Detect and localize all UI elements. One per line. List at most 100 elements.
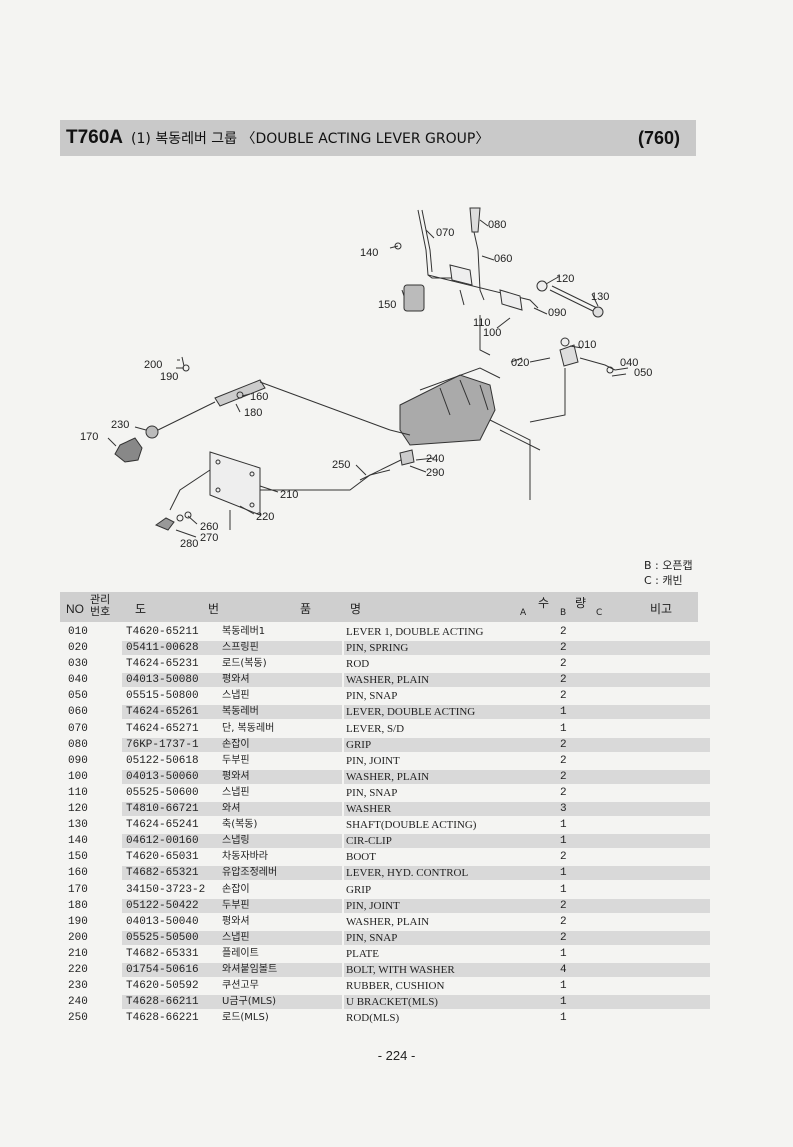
callout-220: 220 bbox=[256, 511, 274, 523]
legend-c: C : 캐빈 bbox=[644, 574, 683, 587]
row-qty: 1 bbox=[560, 883, 567, 896]
row-no: 060 bbox=[68, 706, 88, 719]
row-name-kr: 평와셔 bbox=[220, 769, 342, 784]
row-name-kr: 손잡이 bbox=[220, 737, 342, 752]
table-row: 210 T4682-65331 플레이트 PLATE 1 bbox=[60, 946, 700, 962]
row-name-en: PIN, JOINT bbox=[344, 898, 550, 913]
row-no: 250 bbox=[68, 1012, 88, 1025]
row-name-kr: 스냅핀 bbox=[222, 690, 250, 702]
row-qty: 2 bbox=[560, 658, 567, 671]
row-no: 040 bbox=[68, 674, 88, 687]
row-name-kr: 와셔 bbox=[220, 802, 342, 817]
callout-210: 210 bbox=[280, 489, 298, 501]
row-part-number: 05525-50600 bbox=[126, 786, 199, 799]
callout-120: 120 bbox=[556, 273, 574, 285]
table-row: 220 01754-50616 와셔붙임볼트 BOLT, WITH WASHER… bbox=[60, 962, 710, 978]
row-name-en: PIN, SNAP bbox=[346, 786, 398, 799]
row-qty: 2 bbox=[560, 626, 567, 638]
header-b: B bbox=[560, 608, 567, 618]
row-name-kr: 두부핀 bbox=[222, 754, 250, 766]
row-qty: 1 bbox=[560, 980, 567, 993]
callout-170: 170 bbox=[80, 431, 98, 443]
header-ryang: 량 bbox=[575, 596, 587, 610]
row-name-kr: 차동자바라 bbox=[222, 851, 268, 863]
row-qty: 1 bbox=[548, 866, 710, 881]
row-no: 190 bbox=[68, 915, 88, 928]
row-qty: 2 bbox=[548, 673, 710, 688]
row-name-en: WASHER, PLAIN bbox=[346, 915, 430, 928]
table-row: 020 05411-00628 스프링핀 PIN, SPRING 2 bbox=[60, 640, 710, 656]
row-part-number: T4682-65321 bbox=[122, 866, 222, 881]
row-part-number: T4810-66721 bbox=[122, 802, 222, 817]
row-name-en: BOLT, WITH WASHER bbox=[344, 962, 550, 977]
callout-040: 040 bbox=[620, 357, 638, 369]
row-qty: 2 bbox=[548, 769, 710, 784]
row-qty: 1 bbox=[560, 722, 567, 735]
row-part-number: T4624-65231 bbox=[126, 658, 199, 671]
table-row: 130 T4624-65241 축(복동) SHAFT(DOUBLE ACTIN… bbox=[60, 817, 700, 833]
row-no: 210 bbox=[68, 947, 88, 960]
model-number: T760A bbox=[66, 127, 124, 148]
header-remarks: 비고 bbox=[650, 602, 673, 616]
row-name-en: LEVER, HYD. CONTROL bbox=[344, 866, 550, 881]
row-name-kr: 와셔붙임볼트 bbox=[220, 962, 342, 977]
callout-130: 130 bbox=[591, 291, 609, 303]
row-qty: 1 bbox=[560, 819, 567, 832]
row-no: 020 bbox=[68, 642, 88, 655]
callout-090: 090 bbox=[548, 307, 566, 319]
row-name-kr: 유압조정레버 bbox=[220, 866, 342, 881]
row-name-kr: 스냅핀 bbox=[222, 786, 250, 798]
row-no: 080 bbox=[68, 738, 88, 751]
row-qty: 1 bbox=[560, 1012, 567, 1025]
row-part-number: T4620-50592 bbox=[126, 980, 199, 993]
callout-290: 290 bbox=[426, 467, 444, 479]
callout-070: 070 bbox=[436, 227, 454, 239]
row-name-en: WASHER, PLAIN bbox=[344, 673, 550, 688]
callout-190: 190 bbox=[160, 371, 178, 383]
row-name-kr: 복동레버 bbox=[220, 705, 342, 720]
row-name-en: CIR-CLIP bbox=[344, 834, 550, 849]
table-row: 160 T4682-65321 유압조정레버 LEVER, HYD. CONTR… bbox=[60, 865, 710, 881]
row-part-number: 04013-50080 bbox=[122, 673, 222, 688]
row-qty: 1 bbox=[560, 947, 567, 960]
row-name-en: LEVER, DOUBLE ACTING bbox=[344, 705, 550, 720]
callout-250: 250 bbox=[332, 459, 350, 471]
row-no: 070 bbox=[68, 722, 88, 735]
table-row: 180 05122-50422 두부핀 PIN, JOINT 2 bbox=[60, 898, 710, 914]
exploded-parts-diagram: 140 070 080 060 120 130 150 090 110 100 … bbox=[80, 207, 652, 550]
row-no: 090 bbox=[68, 754, 88, 767]
row-part-number: T4624-65261 bbox=[122, 705, 222, 720]
legend-b: B : 오픈캡 bbox=[644, 559, 693, 572]
row-qty: 1 bbox=[548, 834, 710, 849]
header-beon: 번 bbox=[208, 602, 220, 616]
parts-table-header: NO 관리번호 도 번 품 명 수 량 A B C 비고 bbox=[60, 592, 698, 622]
table-row: 150 T4620-65031 차동자바라 BOOT 2 bbox=[60, 849, 700, 865]
table-row: 050 05515-50800 스냅핀 PIN, SNAP 2 bbox=[60, 688, 700, 704]
row-part-number: T4628-66221 bbox=[126, 1012, 199, 1025]
row-name-en: ROD(MLS) bbox=[346, 1012, 400, 1025]
row-no: 100 bbox=[68, 770, 88, 783]
row-name-en: PIN, SPRING bbox=[344, 641, 550, 656]
row-qty: 1 bbox=[548, 995, 710, 1010]
row-no: 150 bbox=[68, 851, 88, 864]
row-name-kr: 평와셔 bbox=[220, 673, 342, 688]
row-part-number: T4624-65271 bbox=[126, 722, 199, 735]
row-part-number: 01754-50616 bbox=[122, 962, 222, 977]
row-no: 160 bbox=[68, 867, 88, 880]
row-name-kr: 스냅핀 bbox=[220, 930, 342, 945]
header-mgmt-number: 관리번호 bbox=[90, 593, 111, 618]
header-no: NO bbox=[66, 602, 84, 616]
callout-280: 280 bbox=[180, 538, 198, 550]
row-qty: 2 bbox=[560, 786, 567, 799]
row-qty: 2 bbox=[548, 641, 710, 656]
callout-060: 060 bbox=[494, 253, 512, 265]
row-part-number: 05122-50618 bbox=[126, 754, 199, 767]
row-no: 230 bbox=[68, 980, 88, 993]
row-part-number: 05525-50500 bbox=[122, 930, 222, 945]
legend: B : 오픈캡 C : 캐빈 bbox=[644, 558, 693, 588]
row-no: 120 bbox=[68, 803, 88, 816]
table-row: 060 T4624-65261 복동레버 LEVER, DOUBLE ACTIN… bbox=[60, 704, 710, 720]
row-no: 240 bbox=[68, 996, 88, 1009]
table-row: 100 04013-50060 평와셔 WASHER, PLAIN 2 bbox=[60, 769, 710, 785]
row-name-en: PIN, JOINT bbox=[346, 754, 400, 767]
